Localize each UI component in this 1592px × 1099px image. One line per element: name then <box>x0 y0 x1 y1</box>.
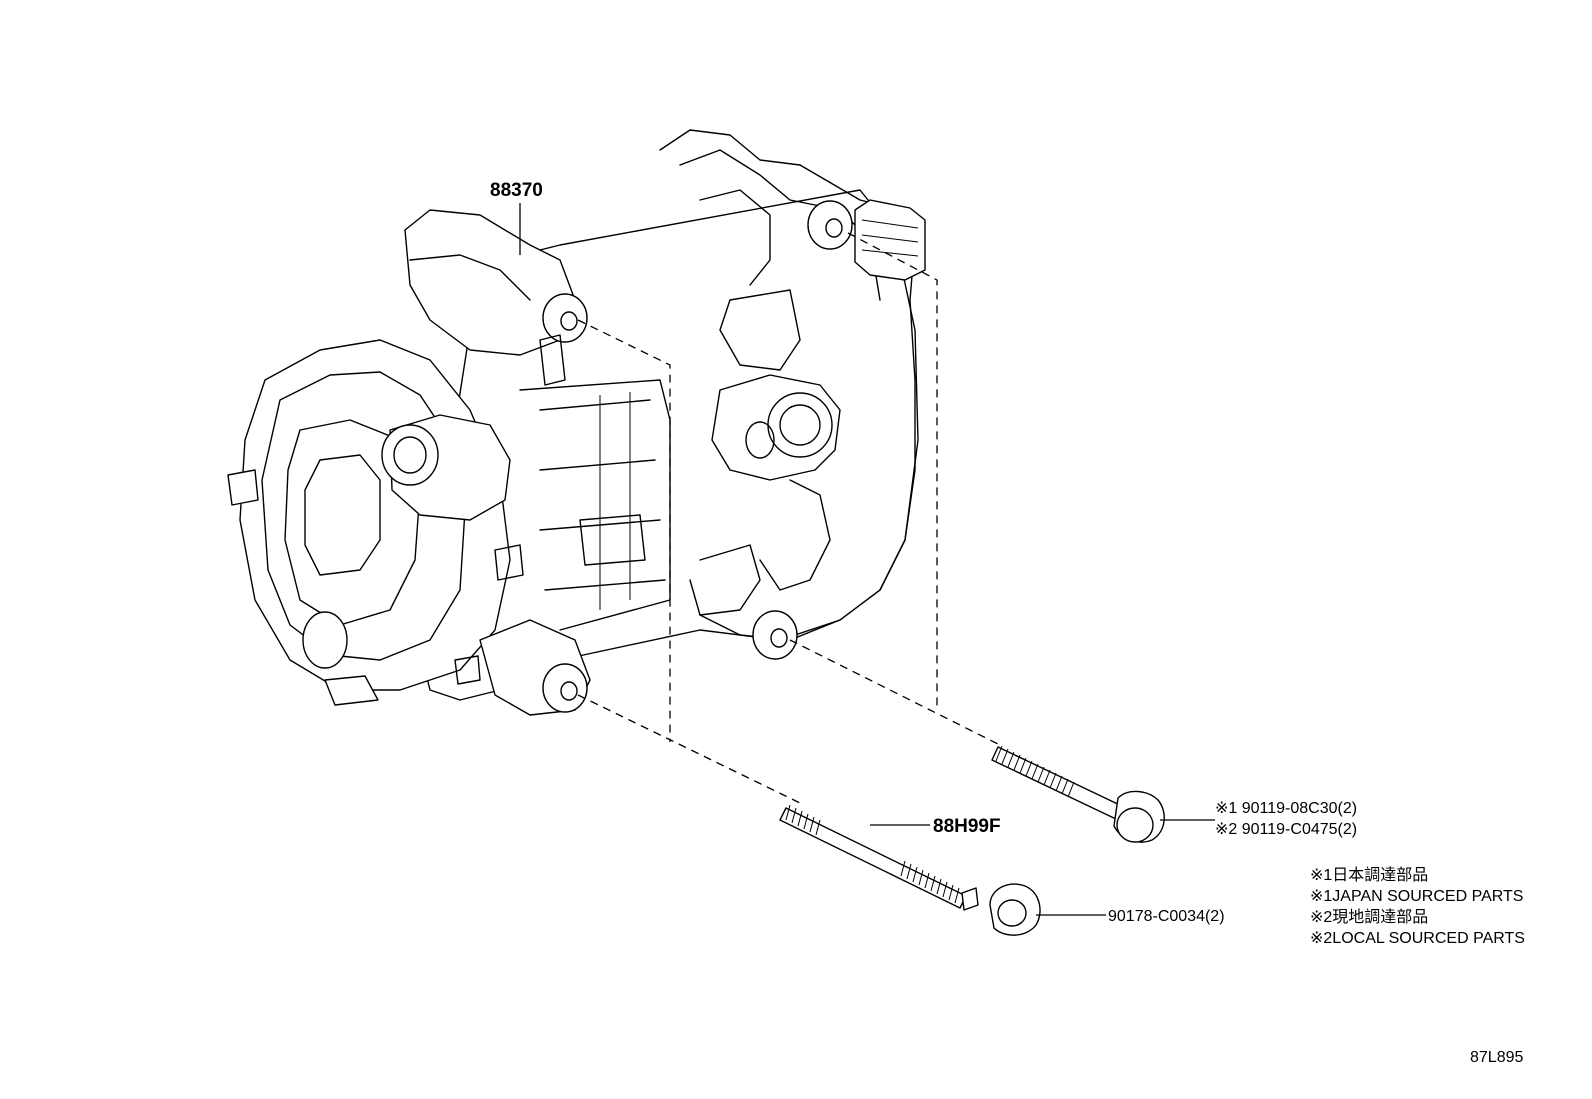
part-label-bolt-japan: ※1 90119-08C30(2) <box>1215 800 1357 817</box>
note-line: ※1日本調達部品 <box>1310 866 1428 884</box>
part-label-stud-bolt: 88H99F <box>933 816 1001 837</box>
part-label-bolt-local: ※2 90119-C0475(2) <box>1215 821 1357 838</box>
note-line: ※2LOCAL SOURCED PARTS <box>1310 930 1525 947</box>
part-label-nut: 90178-C0034(2) <box>1108 908 1225 925</box>
note-line: ※1JAPAN SOURCED PARTS <box>1310 888 1523 905</box>
part-label-compressor: 88370 <box>490 180 543 201</box>
leader-lines <box>519 203 1215 916</box>
diagram-id: 87L895 <box>1470 1049 1523 1066</box>
stud-bolt-illustration <box>779 804 979 911</box>
compressor-illustration <box>227 129 926 716</box>
nut-illustration <box>989 883 1041 936</box>
assembly-lines <box>577 232 1001 804</box>
sourcing-notes: ※1日本調達部品 ※1JAPAN SOURCED PARTS ※2現地調達部品 … <box>1310 866 1525 947</box>
long-bolt-illustration <box>991 745 1165 843</box>
note-line: ※2現地調達部品 <box>1310 908 1428 926</box>
